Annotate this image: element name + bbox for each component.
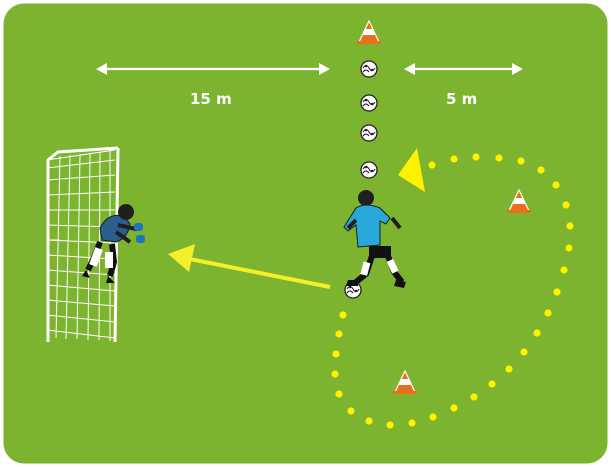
soccer-ball-icon <box>361 125 377 141</box>
soccer-ball-icon <box>361 61 377 77</box>
distance-label-5m: 5 m <box>446 90 477 108</box>
soccer-ball-icon <box>361 162 377 178</box>
distance-label-15m: 15 m <box>190 90 232 108</box>
soccer-ball-icon <box>361 95 377 111</box>
